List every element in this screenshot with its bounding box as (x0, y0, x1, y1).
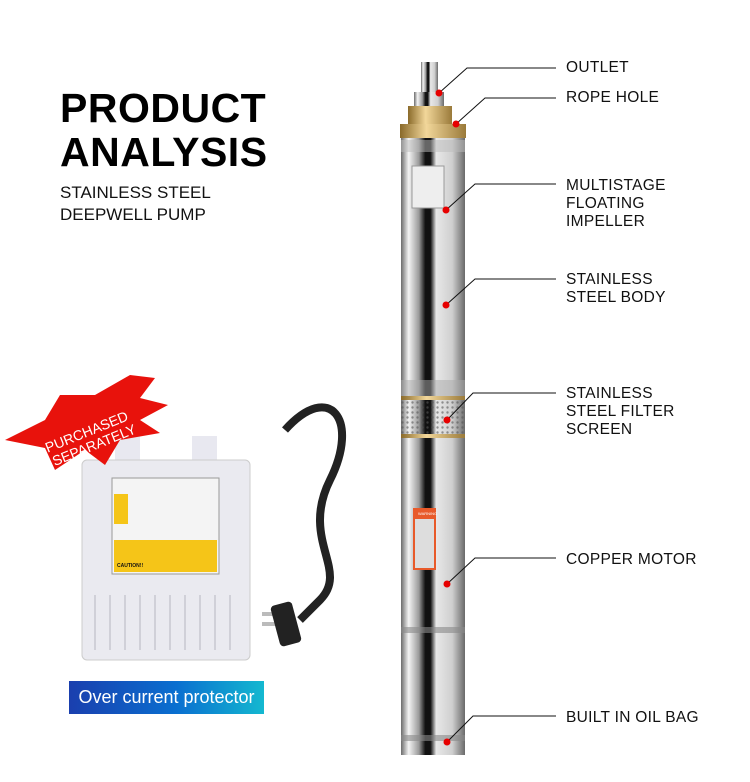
subtitle-line-1: STAINLESS STEEL (60, 183, 211, 202)
purchased-separately-burst (5, 375, 168, 470)
title-line-2: ANALYSIS (60, 129, 268, 175)
callout-rope-hole: ROPE HOLE (566, 89, 660, 106)
subtitle-line-2: DEEPWELL PUMP (60, 205, 206, 224)
callout-outlet: OUTLET (566, 59, 629, 76)
title-line-1: PRODUCT (60, 85, 267, 131)
callout-oil-bag: BUILT IN OIL BAG (566, 709, 699, 726)
warning-text: WARNING (418, 511, 438, 516)
leader-lines (438, 67, 556, 743)
over-current-protector-caption: Over current protector (69, 681, 264, 714)
panel-caution-text: CAUTION!! (117, 563, 144, 569)
accessory-box: PURCHASED SEPARATELY (5, 375, 347, 661)
subtitle: STAINLESS STEEL DEEPWELL PUMP (60, 182, 211, 226)
callout-copper-motor: COPPER MOTOR (566, 551, 697, 568)
callout-dots (435, 89, 460, 746)
pump (400, 62, 466, 755)
spec-label (411, 165, 445, 209)
